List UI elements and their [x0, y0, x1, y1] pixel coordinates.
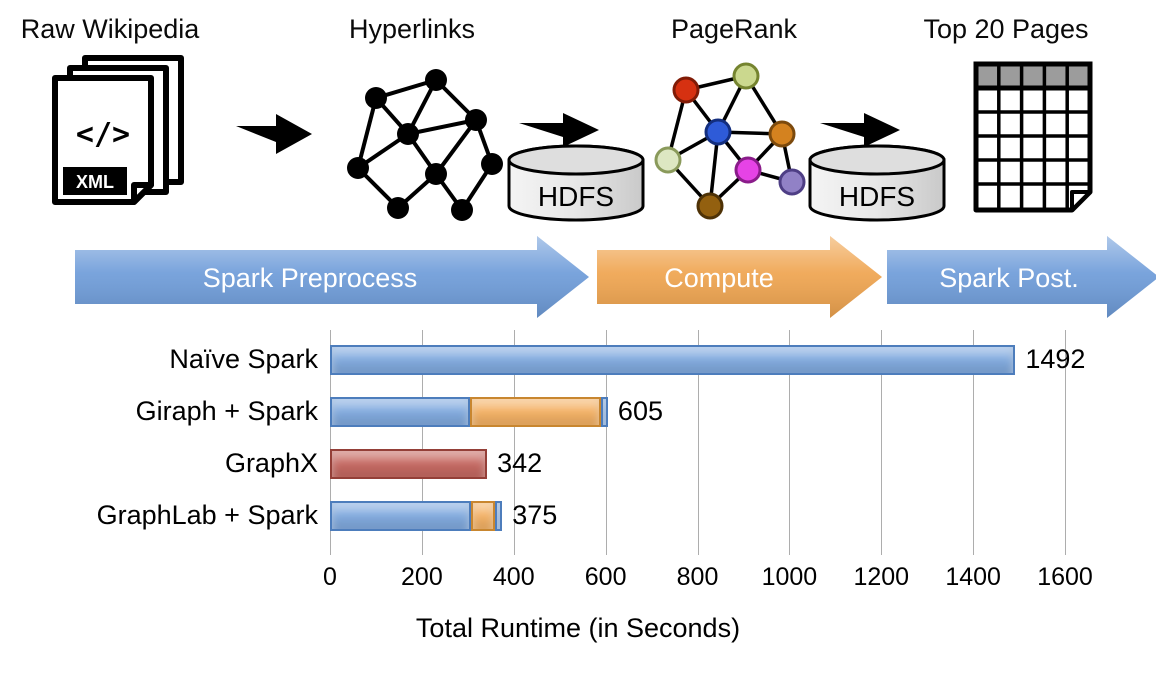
x-tick-label: 200	[401, 563, 443, 591]
bar-value-label: 1492	[1025, 344, 1086, 374]
flow-arrow-icon	[519, 113, 599, 147]
banner-label-spark-preprocess: Spark Preprocess	[203, 263, 418, 293]
gridline	[330, 330, 331, 555]
hdfs-label: HDFS	[839, 181, 915, 212]
hdfs-stage-2: HDFS	[806, 110, 948, 228]
x-tick-label: 0	[323, 563, 337, 591]
x-tick-label: 800	[676, 563, 719, 591]
spark-preprocess-banner: Spark Preprocess	[75, 236, 589, 318]
stage-label-top20: Top 20 Pages	[923, 14, 1089, 44]
bar-segment-spark-preprocess	[330, 397, 471, 427]
x-tick-label: 1600	[1037, 563, 1093, 591]
gridline	[1065, 330, 1066, 555]
category-label: Naïve Spark	[169, 344, 318, 374]
runtime-bar-chart: Total Runtime (in Seconds) 0 200 400 600 800…	[0, 325, 1156, 677]
xml-badge-label: XML	[76, 172, 114, 192]
bar-value-label: 605	[617, 396, 663, 426]
category-label: GraphX	[224, 448, 318, 478]
hdfs-cylinder-icon: HDFS	[507, 144, 645, 222]
x-tick-label: 1000	[761, 563, 818, 591]
pagerank-graph-icon	[654, 62, 806, 220]
x-tick-label: 400	[492, 563, 535, 591]
x-axis-title: Total Runtime (in Seconds)	[415, 613, 741, 643]
bar-segment-spark	[330, 345, 1016, 375]
gridline	[697, 330, 699, 555]
bar-segment-spark-post	[495, 501, 503, 531]
bar-value-label: 342	[497, 448, 543, 478]
xml-badge-background	[63, 167, 127, 195]
hdfs-stage-1: HDFS	[505, 110, 647, 228]
xml-code-glyph: </>	[76, 117, 130, 152]
xml-documents-icon: </> XML	[52, 55, 184, 205]
stage-label-hyperlinks: Hyperlinks	[348, 14, 476, 44]
gridline	[605, 330, 607, 555]
bar-segment-spark-preprocess	[330, 501, 472, 531]
gridline	[973, 330, 975, 555]
hdfs-cylinder-icon: HDFS	[808, 144, 946, 222]
x-tick-label: 600	[584, 563, 627, 591]
stage-label-raw-wikipedia: Raw Wikipedia	[20, 14, 200, 44]
bar-value-label: 375	[512, 500, 558, 530]
spark-post-banner: Spark Post.	[887, 236, 1156, 318]
category-label: Giraph + Spark	[135, 396, 318, 426]
gridline	[513, 330, 515, 555]
table-icon	[973, 61, 1093, 213]
flow-arrow-icon	[820, 113, 900, 147]
flow-arrow-icon	[236, 114, 312, 154]
bar-segment-compute	[470, 397, 602, 427]
gridline	[881, 330, 883, 555]
hyperlinks-graph-icon	[347, 69, 503, 221]
category-label: GraphLab + Spark	[96, 500, 318, 530]
hdfs-label: HDFS	[538, 181, 614, 212]
stage-label-pagerank: PageRank	[670, 14, 798, 44]
bar-segment-compute	[471, 501, 496, 531]
compute-banner: Compute	[597, 236, 882, 318]
gridline	[789, 330, 791, 555]
x-tick-label: 1400	[945, 563, 1001, 591]
banner-label-spark-post: Spark Post.	[939, 263, 1079, 293]
gridline	[421, 330, 423, 555]
x-tick-label: 1200	[853, 563, 910, 591]
bar-segment-graphx	[330, 449, 488, 479]
bar-segment-spark-post	[601, 397, 608, 427]
banner-label-compute: Compute	[664, 263, 774, 293]
